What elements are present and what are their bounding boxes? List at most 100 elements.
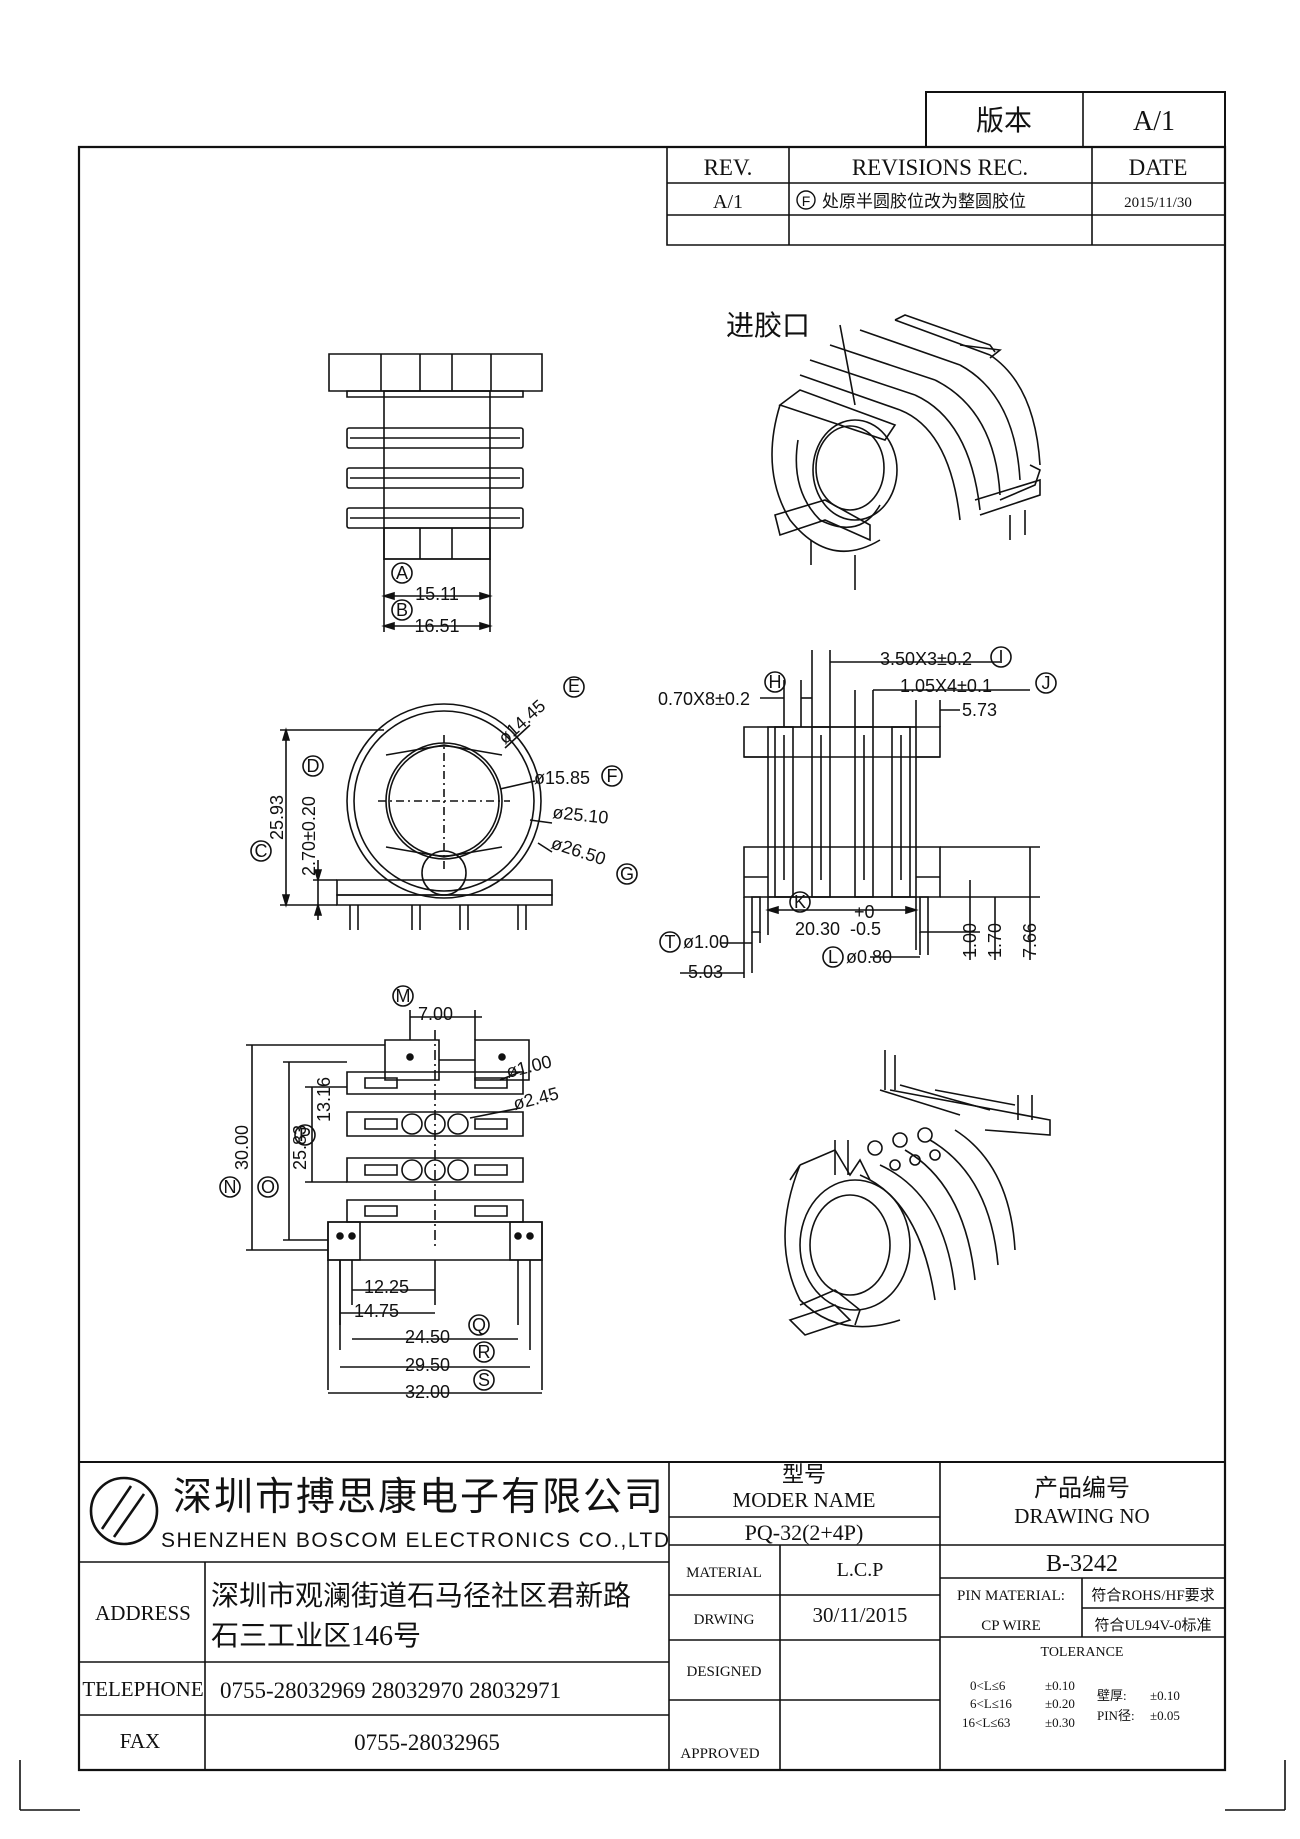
dim-t-mark: T bbox=[665, 932, 676, 952]
dim-l-value: ø0.80 bbox=[846, 947, 892, 967]
tolerance-label: TOLERANCE bbox=[1041, 1645, 1124, 1660]
dim-n-mark: N bbox=[224, 1177, 237, 1197]
dim-f-mark: F bbox=[607, 766, 618, 786]
model-label-cn: 型号 bbox=[782, 1462, 826, 1487]
tolerance-value-2: ±0.20 bbox=[1045, 1696, 1075, 1711]
revision-row-mark: F bbox=[802, 193, 811, 209]
drawing-label: DRWING bbox=[694, 1612, 755, 1628]
model-label-en: MODER NAME bbox=[733, 1488, 876, 1512]
drawing-no-label-en: DRAWING NO bbox=[1014, 1504, 1149, 1528]
dim-side-766: 7.66 bbox=[1020, 923, 1040, 958]
dim-p-value: 13.16 bbox=[314, 1077, 334, 1122]
company-name-cn: 深圳市搏思康电子有限公司 bbox=[173, 1476, 665, 1519]
tolerance-value-3: ±0.30 bbox=[1045, 1715, 1075, 1730]
isometric-view-bottom bbox=[785, 1050, 1050, 1335]
dim-hole-245: ø2.45 bbox=[511, 1083, 561, 1114]
dim-a-value: 15.11 bbox=[415, 584, 459, 604]
wall-label: 壁厚: bbox=[1097, 1688, 1127, 1703]
dim-j-value: 1.05X4±0.1 bbox=[900, 676, 992, 696]
dim-s-value: 32.00 bbox=[405, 1382, 450, 1402]
dim-j-mark: J bbox=[1042, 673, 1051, 693]
drawing-no-label-cn: 产品编号 bbox=[1034, 1475, 1130, 1502]
revision-row-description: 处原半圆胶位改为整圆胶位 bbox=[822, 192, 1026, 211]
dim-s-mark: S bbox=[478, 1370, 490, 1390]
front-view bbox=[251, 677, 637, 930]
dim-p-mark: P bbox=[299, 1125, 311, 1145]
revision-row-date: 2015/11/30 bbox=[1124, 195, 1192, 211]
dim-bottom-1225: 12.25 bbox=[364, 1277, 409, 1297]
address-line1: 深圳市观澜街道石马径社区君新路 bbox=[211, 1580, 631, 1612]
dim-o-value: 25.83 bbox=[290, 1125, 310, 1170]
drawing-border bbox=[79, 147, 1225, 1770]
dim-a-mark: A bbox=[396, 563, 408, 583]
dim-side-573: 5.73 bbox=[962, 700, 997, 720]
isometric-view-top bbox=[772, 315, 1040, 590]
version-label: 版本 bbox=[976, 105, 1032, 137]
dim-r-value: 29.50 bbox=[405, 1355, 450, 1375]
dim-q-value: 24.50 bbox=[405, 1327, 450, 1347]
dim-k-mark: K bbox=[794, 892, 806, 912]
telephone-value: 0755-28032969 28032970 28032971 bbox=[220, 1678, 561, 1703]
pin-diameter-tol: ±0.05 bbox=[1150, 1708, 1180, 1723]
dim-i-mark: I bbox=[998, 647, 1003, 667]
dim-d-mark: D bbox=[307, 756, 320, 776]
designed-label: DESIGNED bbox=[687, 1664, 762, 1680]
dim-k-tol-lower: -0.5 bbox=[850, 919, 881, 939]
company-name-en: SHENZHEN BOSCOM ELECTRONICS CO.,LTD bbox=[161, 1529, 671, 1552]
dim-n-value: 30.00 bbox=[232, 1125, 252, 1170]
dim-f-value: ø15.85 bbox=[534, 768, 590, 788]
address-label: ADDRESS bbox=[95, 1601, 191, 1625]
dim-d-value: 2.70±0.20 bbox=[299, 796, 319, 876]
dim-c-mark: C bbox=[255, 841, 268, 861]
dim-o-mark: O bbox=[261, 1177, 275, 1197]
material-label: MATERIAL bbox=[686, 1565, 762, 1581]
gate-label: 进胶口 bbox=[726, 310, 810, 342]
bottom-view bbox=[220, 986, 542, 1393]
cp-wire-value: 符合UL94V-0标准 bbox=[1095, 1617, 1212, 1634]
dim-e-value: ø14.45 bbox=[494, 696, 549, 748]
title-block bbox=[79, 1462, 1225, 1770]
rev-header: REV. bbox=[704, 155, 753, 180]
dim-side-170: 1.70 bbox=[985, 923, 1005, 958]
cp-wire-label: CP WIRE bbox=[981, 1618, 1041, 1634]
dim-side-503: 5.03 bbox=[688, 962, 723, 982]
dim-r-mark: R bbox=[478, 1342, 491, 1362]
dim-q-mark: Q bbox=[472, 1315, 486, 1335]
version-value: A/1 bbox=[1133, 106, 1175, 137]
fax-value: 0755-28032965 bbox=[354, 1730, 500, 1755]
dim-diameter-25: ø25.10 bbox=[552, 802, 610, 828]
model-value: PQ-32(2+4P) bbox=[745, 1520, 864, 1545]
pin-diameter-label: PIN径: bbox=[1097, 1708, 1135, 1723]
version-box bbox=[926, 92, 1225, 147]
dim-l-mark: L bbox=[828, 947, 838, 967]
side-view bbox=[660, 647, 1056, 978]
drawing-no-value: B-3242 bbox=[1046, 1551, 1118, 1577]
drawing-date: 30/11/2015 bbox=[813, 1603, 908, 1627]
dim-c-value: 25.93 bbox=[267, 795, 287, 840]
fax-label: FAX bbox=[120, 1729, 160, 1753]
date-header: DATE bbox=[1129, 155, 1188, 180]
pin-material-value: 符合ROHS/HF要求 bbox=[1091, 1587, 1214, 1604]
dim-b-value: 16.51 bbox=[414, 616, 459, 636]
dim-e-mark: E bbox=[568, 676, 580, 696]
wall-tol: ±0.10 bbox=[1150, 1688, 1180, 1703]
tolerance-value-1: ±0.10 bbox=[1045, 1678, 1075, 1693]
dim-bottom-1475: 14.75 bbox=[354, 1301, 399, 1321]
approved-label: APPROVED bbox=[680, 1746, 759, 1762]
revisions-header: REVISIONS REC. bbox=[852, 155, 1028, 180]
dim-m-mark: M bbox=[396, 986, 411, 1006]
dim-side-100: 1.00 bbox=[960, 923, 980, 958]
address-line2: 石三工业区146号 bbox=[211, 1621, 421, 1652]
dim-t-value: ø1.00 bbox=[683, 932, 729, 952]
revision-table bbox=[667, 147, 1225, 245]
dim-m-value: 7.00 bbox=[418, 1004, 453, 1024]
tolerance-range-1: 0<L≤6 bbox=[970, 1678, 1006, 1693]
company-logo-icon bbox=[91, 1478, 157, 1544]
dim-i-value: 3.50X3±0.2 bbox=[880, 649, 972, 669]
top-view bbox=[329, 354, 542, 632]
dim-b-mark: B bbox=[396, 600, 408, 620]
dim-h-value: 0.70X8±0.2 bbox=[658, 689, 750, 709]
dim-h-mark: H bbox=[769, 672, 782, 692]
dim-k-tol-upper: +0 bbox=[854, 902, 875, 922]
